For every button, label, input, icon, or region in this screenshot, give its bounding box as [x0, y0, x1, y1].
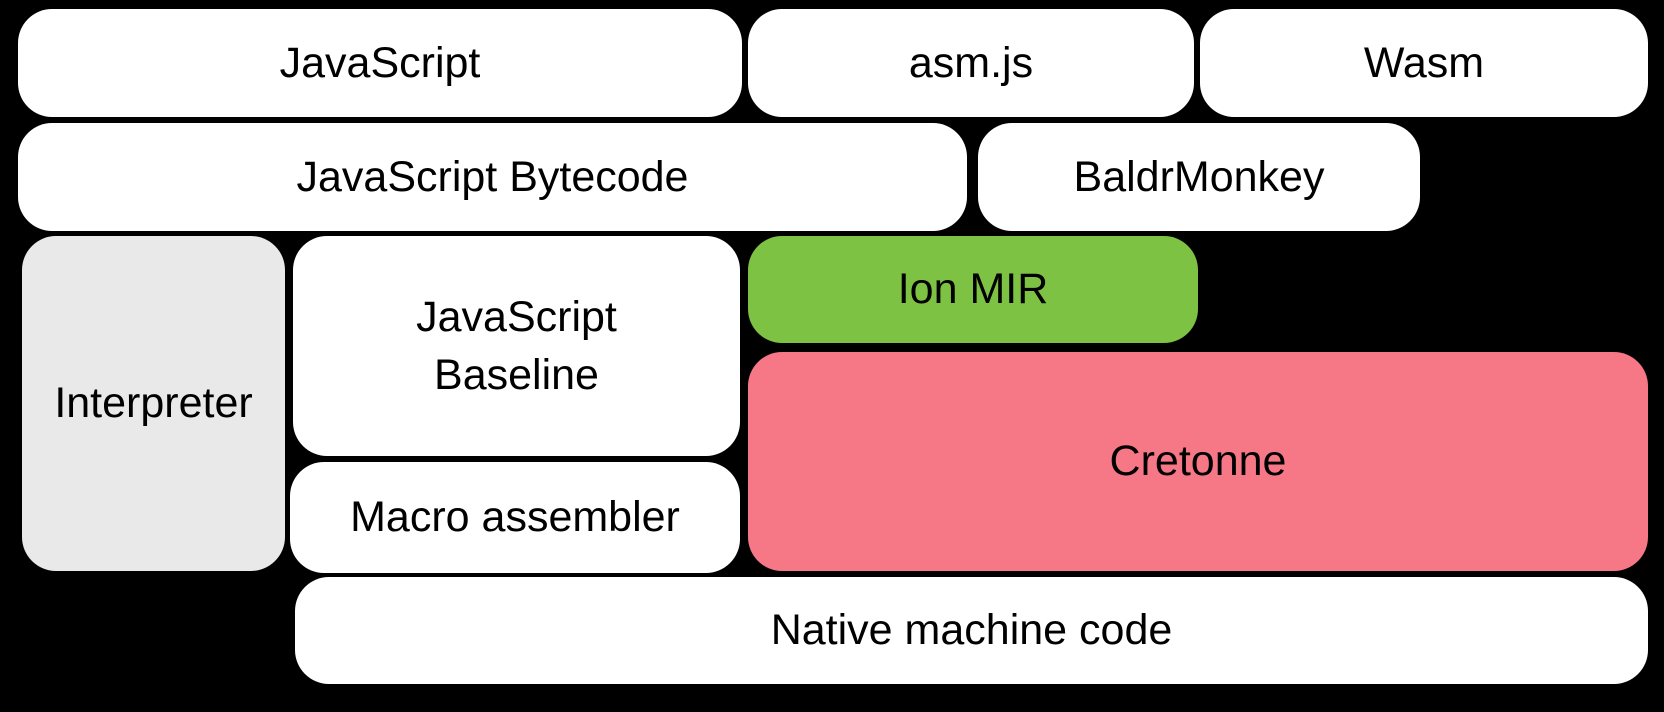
- box-javascript-baseline-label: JavaScript Baseline: [416, 292, 617, 399]
- box-wasm-label: Wasm: [1363, 38, 1485, 87]
- box-asmjs-label: asm.js: [908, 38, 1034, 87]
- box-native-machine-code-label: Native machine code: [770, 606, 1173, 655]
- box-macro-assembler: Macro assembler: [290, 462, 740, 573]
- box-baldrmonkey: BaldrMonkey: [978, 123, 1420, 231]
- box-ion-mir-label: Ion MIR: [897, 265, 1049, 314]
- box-interpreter-label: Interpreter: [54, 379, 253, 428]
- box-javascript: JavaScript: [18, 9, 742, 117]
- box-asmjs: asm.js: [748, 9, 1194, 117]
- box-javascript-label: JavaScript: [279, 38, 481, 87]
- box-cretonne-label: Cretonne: [1109, 437, 1287, 486]
- box-interpreter: Interpreter: [22, 236, 285, 571]
- box-wasm: Wasm: [1200, 9, 1648, 117]
- box-baldrmonkey-label: BaldrMonkey: [1073, 152, 1325, 201]
- box-javascript-bytecode: JavaScript Bytecode: [18, 123, 967, 231]
- box-cretonne: Cretonne: [748, 352, 1648, 571]
- box-native-machine-code: Native machine code: [295, 577, 1648, 684]
- box-macro-assembler-label: Macro assembler: [350, 493, 680, 542]
- box-javascript-baseline: JavaScript Baseline: [293, 236, 740, 456]
- box-ion-mir: Ion MIR: [748, 236, 1198, 343]
- box-javascript-bytecode-label: JavaScript Bytecode: [296, 152, 689, 201]
